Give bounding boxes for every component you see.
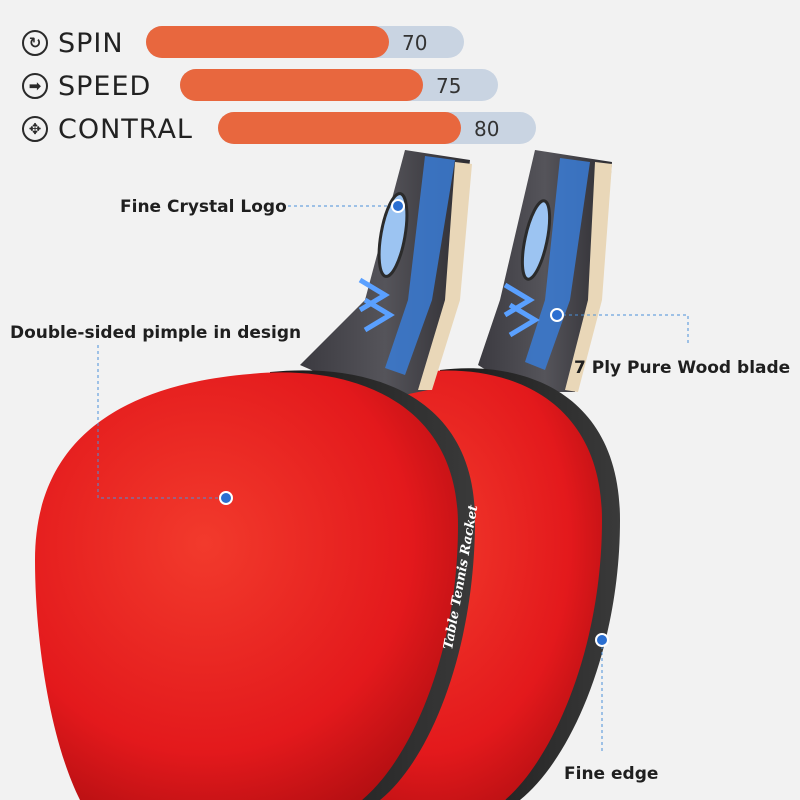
- stat-value-control: 80: [474, 117, 500, 141]
- callout-label-blade: 7 Ply Pure Wood blade: [574, 358, 791, 378]
- stat-bar-control: 80: [218, 112, 536, 144]
- stat-fill-spin: [146, 26, 389, 58]
- stat-label-control: CONTRAL: [58, 114, 193, 145]
- racket-back-edge: [440, 368, 620, 800]
- racket-front-handle-stripe: [385, 156, 455, 375]
- callout-line-pimple: [97, 345, 226, 499]
- callout-label-logo: Fine Crystal Logo: [120, 197, 287, 217]
- stat-value-speed: 75: [436, 74, 462, 98]
- stat-row-speed: ➡ SPEED 75: [18, 69, 518, 105]
- callout-marker-edge: [595, 633, 609, 647]
- racket-front-logo: [377, 192, 409, 278]
- callout-marker-pimple: [219, 491, 233, 505]
- callout-marker-blade: [550, 308, 564, 322]
- stat-bar-speed: 75: [180, 69, 498, 101]
- racket-back-logo: [520, 199, 552, 281]
- racket-front: Table Tennis Racket: [35, 150, 481, 800]
- callout-marker-logo: [391, 199, 405, 213]
- speed-icon: ➡: [22, 73, 48, 99]
- stat-row-control: ✥ CONTRAL 80: [18, 112, 558, 148]
- stat-label-spin: SPIN: [58, 28, 124, 59]
- callout-lines: [97, 205, 689, 752]
- control-icon: ✥: [22, 116, 48, 142]
- callout-line-blade: [557, 314, 689, 345]
- stat-fill-speed: [180, 69, 423, 101]
- stat-bar-spin: 70: [146, 26, 464, 58]
- spin-icon: ↻: [22, 30, 48, 56]
- stat-label-speed: SPEED: [58, 71, 152, 102]
- stat-row-spin: ↻ SPIN 70: [18, 26, 478, 62]
- callout-label-edge: Fine edge: [564, 764, 659, 784]
- callout-label-pimple: Double-sided pimple in design: [10, 323, 302, 343]
- racket-back-handle-stripe: [525, 158, 590, 370]
- stat-value-spin: 70: [402, 31, 428, 55]
- racket-front-rubber: [35, 372, 458, 800]
- stat-fill-control: [218, 112, 461, 144]
